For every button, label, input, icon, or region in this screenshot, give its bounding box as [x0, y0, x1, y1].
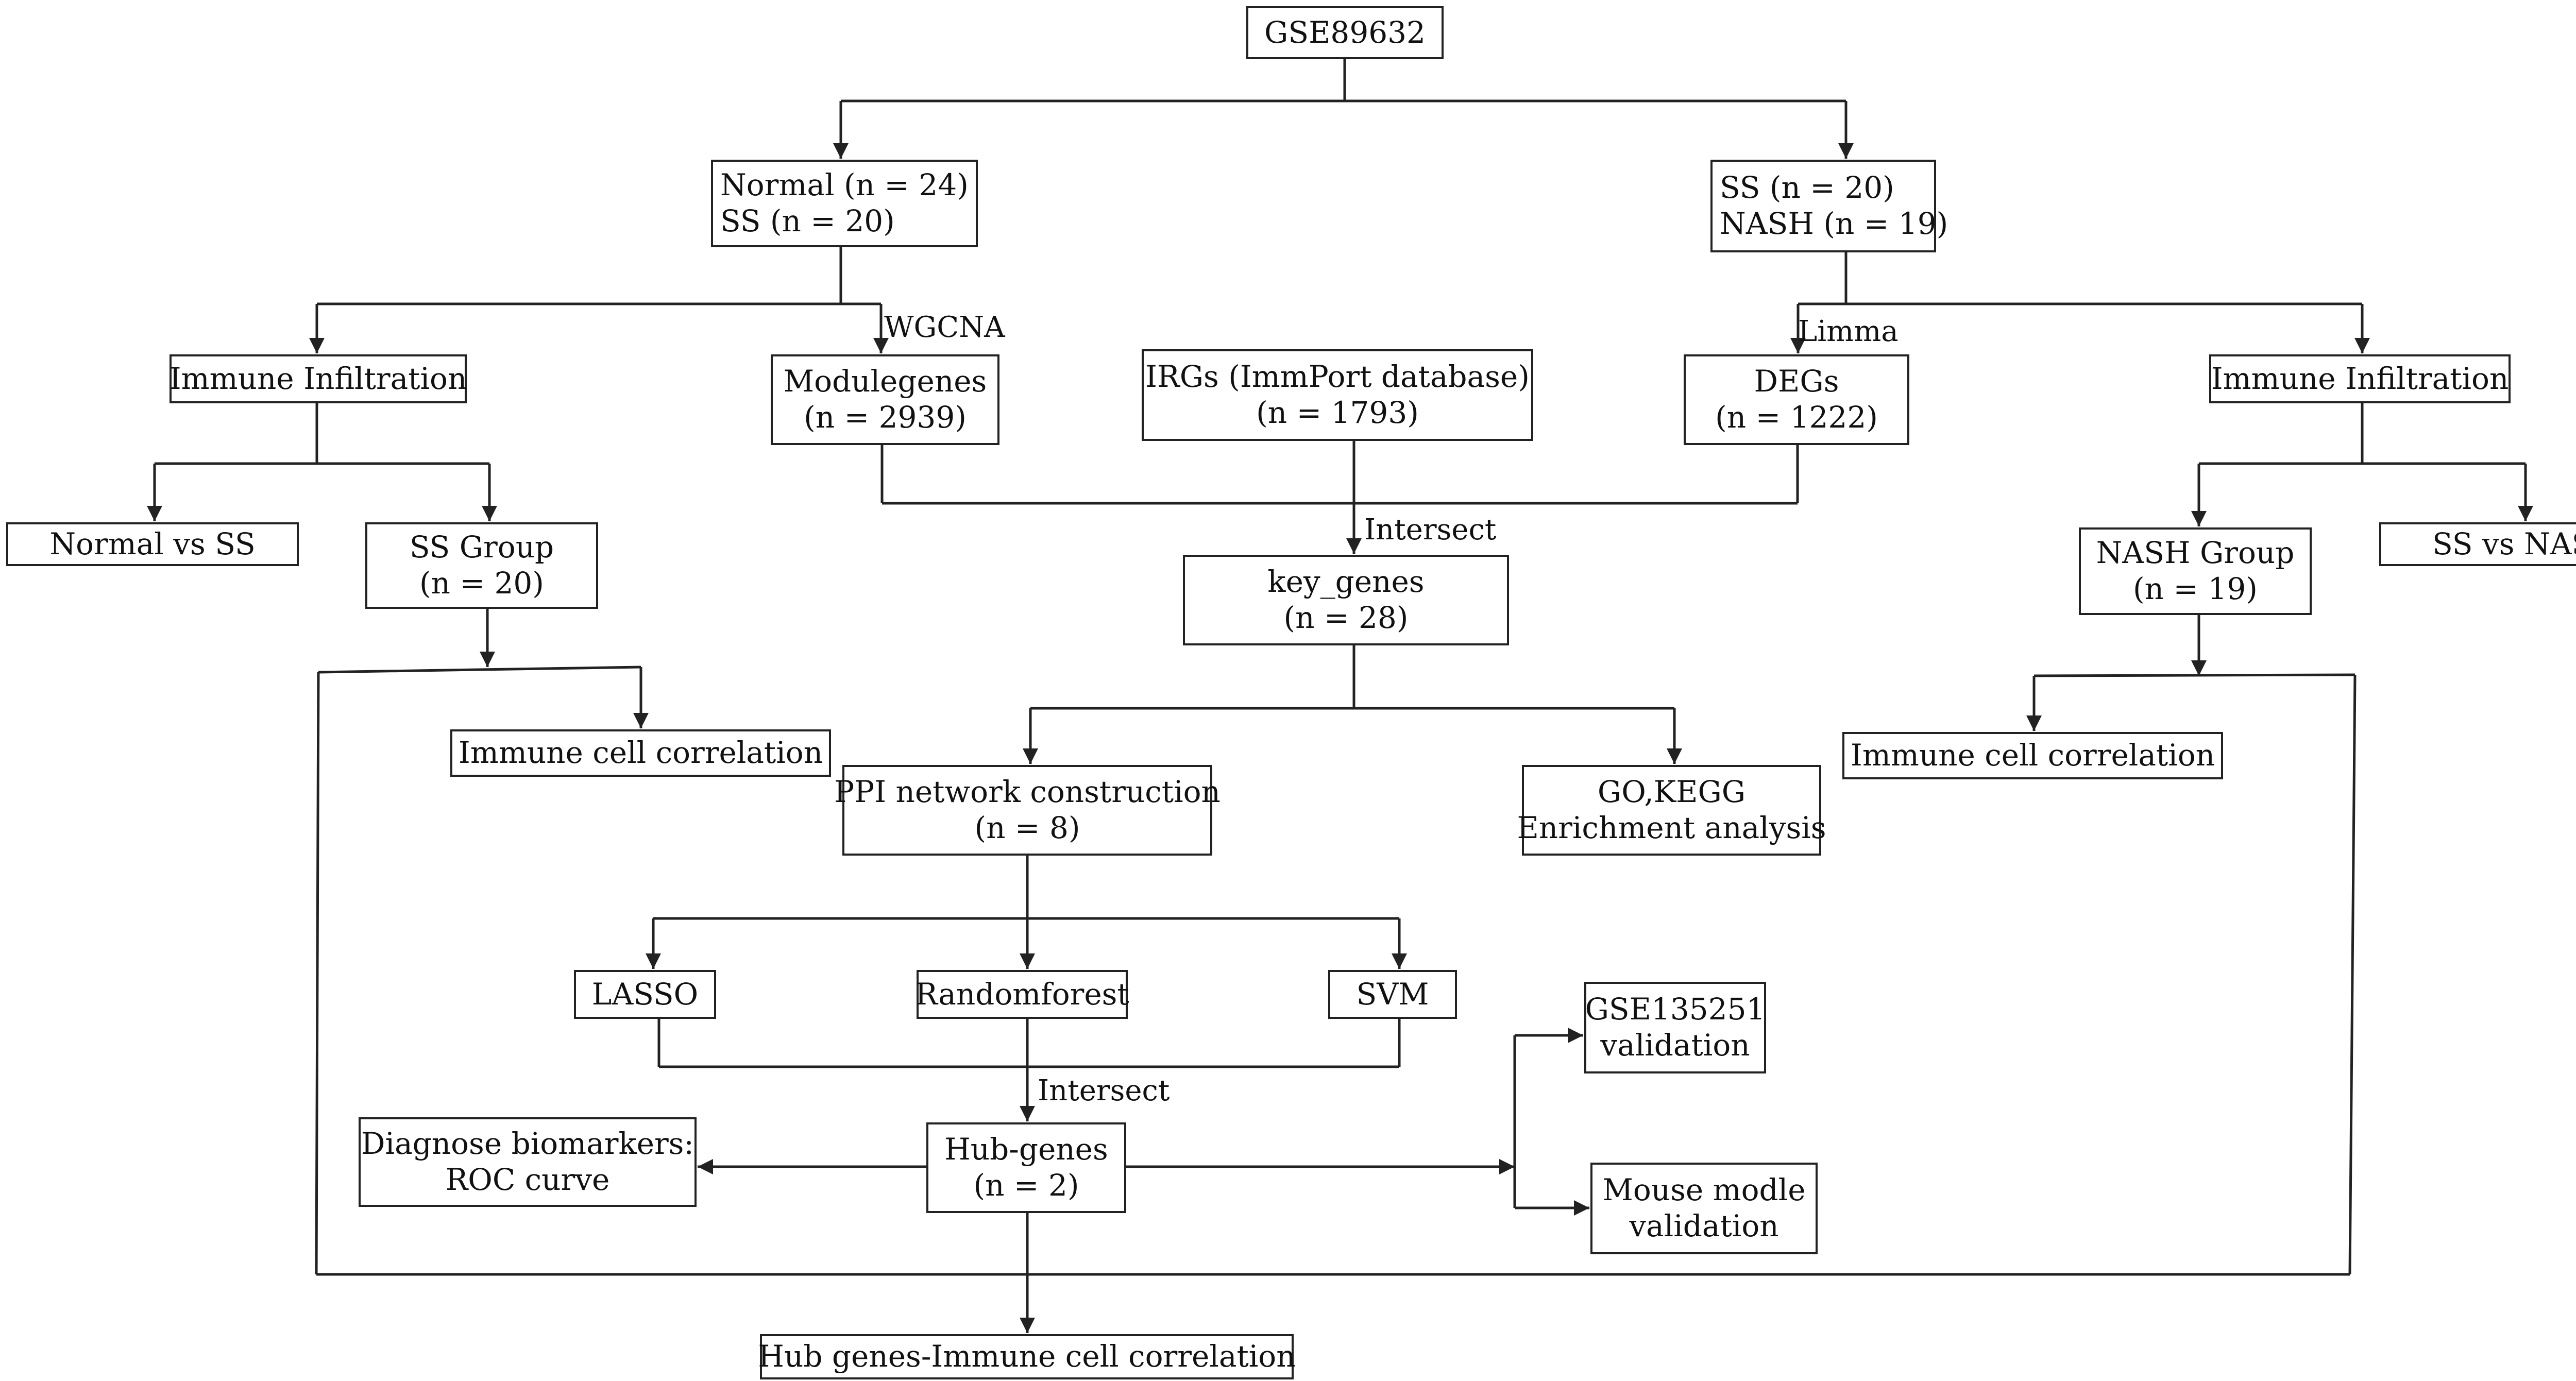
- normal-ss-box: Normal (n = 24) SS (n = 20): [711, 160, 978, 247]
- irgs-box: IRGs (ImmPort database) (n = 1793): [1142, 349, 1533, 441]
- immune-cell-correlation-right-box: Immune cell correlation: [1842, 732, 2223, 779]
- ppi-network-box: PPI network construction (n = 8): [834, 765, 1221, 856]
- connector-29: [318, 666, 641, 674]
- hub-genes-immune-correlation-box: Hub genes-Immune cell correlation: [758, 1334, 1296, 1379]
- connector-33: [2033, 673, 2355, 677]
- hub-genes-box: Hub-genes (n = 2): [926, 1122, 1126, 1213]
- normal-vs-ss-box: Normal vs SS: [6, 522, 299, 566]
- mouse-validation-box: Mouse modle validation: [1590, 1163, 1818, 1254]
- gse89632-box: GSE89632: [1246, 6, 1444, 59]
- immune-cell-correlation-left-box: Immune cell correlation: [450, 729, 831, 777]
- gse135251-box: GSE135251 validation: [1584, 982, 1766, 1073]
- connector-35: [2348, 674, 2357, 1275]
- svm-box: SVM: [1328, 970, 1457, 1019]
- immune-infiltration-right-box: Immune Infiltration: [2209, 354, 2511, 403]
- degs-box: DEGs (n = 1222): [1684, 354, 1909, 445]
- intersect-label-bottom: Intersect: [1038, 1074, 1170, 1107]
- go-kegg-box: GO,KEGG Enrichment analysis: [1517, 765, 1826, 856]
- randomforest-box: Randomforest: [915, 970, 1129, 1019]
- diagnose-biomarkers-box: Diagnose biomarkers: ROC curve: [359, 1117, 697, 1207]
- key-genes-box: key_genes (n = 28): [1183, 555, 1509, 645]
- lasso-box: LASSO: [574, 970, 716, 1019]
- nash-group-box: NASH Group (n = 19): [2079, 527, 2312, 615]
- ss-nash-box: SS (n = 20) NASH (n = 19): [1710, 160, 1948, 252]
- limma-label: Limma: [1798, 315, 1899, 348]
- immune-infiltration-left-box: Immune Infiltration: [170, 354, 467, 403]
- ss-vs-nash-box: SS vs NASH: [2379, 522, 2576, 566]
- connector-31: [315, 672, 320, 1275]
- ss-group-box: SS Group (n = 20): [365, 522, 598, 609]
- wgcna-label: WGCNA: [884, 311, 1005, 344]
- intersect-label-top: Intersect: [1364, 513, 1497, 547]
- modulegenes-box: Modulegenes (n = 2939): [771, 354, 999, 445]
